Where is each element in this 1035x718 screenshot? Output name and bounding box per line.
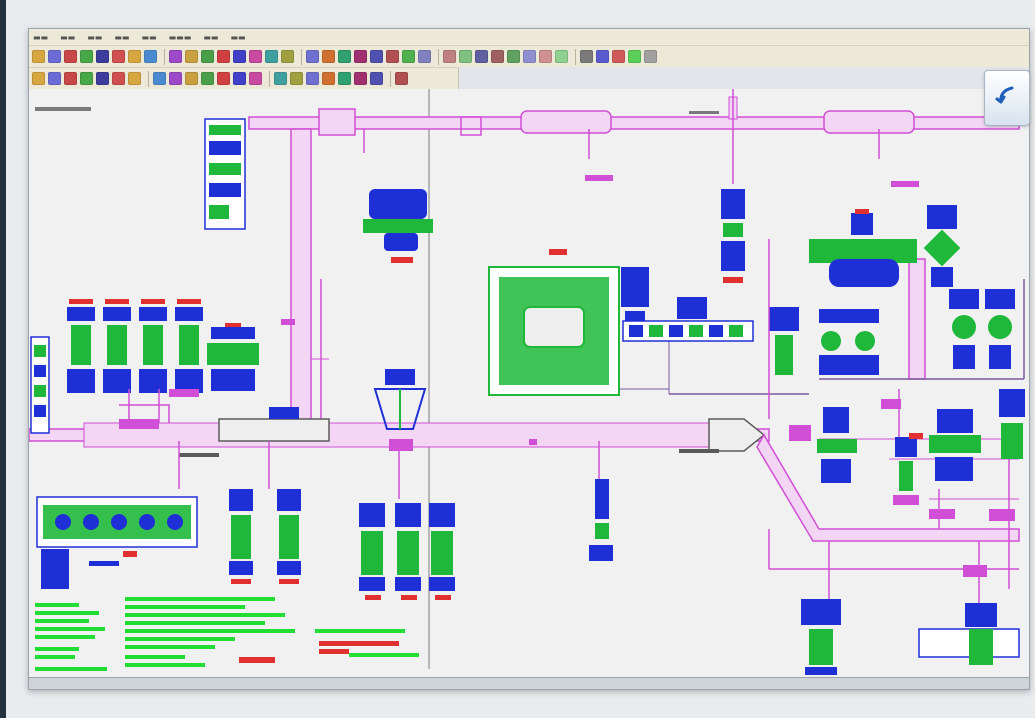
red-tags bbox=[123, 433, 923, 663]
toolbar-tool-icon[interactable] bbox=[217, 72, 230, 85]
toolbar-tool-icon[interactable] bbox=[233, 50, 246, 63]
toolbar-tool-icon[interactable] bbox=[628, 50, 641, 63]
toolbar-tool-icon[interactable] bbox=[48, 72, 61, 85]
top-header-pipe bbox=[248, 89, 1020, 187]
back-button[interactable] bbox=[984, 70, 1030, 126]
toolbar-tool-icon[interactable] bbox=[612, 50, 625, 63]
toolbar-secondary bbox=[29, 67, 459, 89]
toolbar-tool-icon[interactable] bbox=[112, 72, 125, 85]
toolbar-tool-icon[interactable] bbox=[265, 50, 278, 63]
toolbar-tool-icon[interactable] bbox=[370, 72, 383, 85]
riser-pipe-left bbox=[281, 128, 329, 442]
toolbar-tool-icon[interactable] bbox=[281, 50, 294, 63]
toolbar-tool-icon[interactable] bbox=[306, 50, 319, 63]
toolbar-tool-icon[interactable] bbox=[338, 72, 351, 85]
menu-item-3[interactable]: ▬▬ bbox=[87, 32, 103, 42]
equipment-symbols[interactable] bbox=[30, 118, 1025, 675]
toolbar-primary bbox=[29, 45, 1029, 67]
toolbar-tool-icon[interactable] bbox=[555, 50, 568, 63]
toolbar-tool-icon[interactable] bbox=[370, 50, 383, 63]
toolbar-tool-icon[interactable] bbox=[306, 72, 319, 85]
toolbar-tool-icon[interactable] bbox=[112, 50, 125, 63]
menu-bar: ▬▬ ▬▬ ▬▬ ▬▬ ▬▬ ▬▬▬ ▬▬ ▬▬ bbox=[29, 29, 1029, 45]
toolbar-tool-icon[interactable] bbox=[507, 50, 520, 63]
toolbar-tool-icon[interactable] bbox=[338, 50, 351, 63]
toolbar-separator bbox=[390, 70, 391, 87]
toolbar-tool-icon[interactable] bbox=[644, 50, 657, 63]
toolbar-tool-icon[interactable] bbox=[443, 50, 456, 63]
menu-item-4[interactable]: ▬▬ bbox=[114, 32, 130, 42]
toolbar-tool-icon[interactable] bbox=[459, 50, 472, 63]
toolbar-tool-icon[interactable] bbox=[233, 72, 246, 85]
legend-notes bbox=[35, 597, 419, 671]
cad-window: ▬▬ ▬▬ ▬▬ ▬▬ ▬▬ ▬▬▬ ▬▬ ▬▬ bbox=[28, 28, 1030, 690]
toolbar-separator bbox=[575, 48, 576, 65]
toolbar-tool-icon[interactable] bbox=[418, 50, 431, 63]
menu-item-2[interactable]: ▬▬ bbox=[60, 32, 76, 42]
toolbar-tool-icon[interactable] bbox=[395, 72, 408, 85]
pipe-junctions bbox=[119, 389, 1015, 577]
status-bar bbox=[29, 677, 1029, 689]
toolbar-separator bbox=[148, 70, 149, 87]
toolbar-tool-icon[interactable] bbox=[128, 72, 141, 85]
toolbar-tool-icon[interactable] bbox=[386, 50, 399, 63]
toolbar-tool-icon[interactable] bbox=[96, 72, 109, 85]
toolbar-tool-icon[interactable] bbox=[128, 50, 141, 63]
toolbar-tool-icon[interactable] bbox=[249, 50, 262, 63]
toolbar-tool-icon[interactable] bbox=[580, 50, 593, 63]
toolbar-tool-icon[interactable] bbox=[475, 50, 488, 63]
toolbar-tool-icon[interactable] bbox=[185, 72, 198, 85]
menu-item-7[interactable]: ▬▬ bbox=[203, 32, 219, 42]
toolbar-separator bbox=[438, 48, 439, 65]
toolbar-tool-icon[interactable] bbox=[322, 50, 335, 63]
toolbar-tool-icon[interactable] bbox=[169, 50, 182, 63]
pid-drawing-canvas[interactable] bbox=[29, 89, 1029, 677]
menu-item-1[interactable]: ▬▬ bbox=[33, 32, 49, 42]
toolbar-tool-icon[interactable] bbox=[201, 50, 214, 63]
grey-labels bbox=[35, 107, 719, 114]
toolbar-separator bbox=[269, 70, 270, 87]
toolbar-tool-icon[interactable] bbox=[80, 72, 93, 85]
toolbar-tool-icon[interactable] bbox=[96, 50, 109, 63]
toolbar-tool-icon[interactable] bbox=[32, 50, 45, 63]
toolbar-tool-icon[interactable] bbox=[491, 50, 504, 63]
toolbar-tool-icon[interactable] bbox=[153, 72, 166, 85]
toolbar-tool-icon[interactable] bbox=[169, 72, 182, 85]
toolbar-tool-icon[interactable] bbox=[32, 72, 45, 85]
toolbar-tool-icon[interactable] bbox=[596, 50, 609, 63]
toolbar-tool-icon[interactable] bbox=[523, 50, 536, 63]
toolbar-tool-icon[interactable] bbox=[201, 72, 214, 85]
menu-item-6[interactable]: ▬▬▬ bbox=[168, 32, 192, 42]
toolbar-separator bbox=[301, 48, 302, 65]
toolbar-tool-icon[interactable] bbox=[354, 50, 367, 63]
toolbar-tool-icon[interactable] bbox=[185, 50, 198, 63]
page-edge bbox=[0, 0, 6, 718]
toolbar-tool-icon[interactable] bbox=[217, 50, 230, 63]
toolbar-tool-icon[interactable] bbox=[402, 50, 415, 63]
menu-item-5[interactable]: ▬▬ bbox=[141, 32, 157, 42]
pipe-connectors bbox=[119, 239, 1010, 603]
toolbar-tool-icon[interactable] bbox=[354, 72, 367, 85]
toolbar-tool-icon[interactable] bbox=[64, 50, 77, 63]
toolbar-tool-icon[interactable] bbox=[80, 50, 93, 63]
menu-item-8[interactable]: ▬▬ bbox=[230, 32, 246, 42]
toolbar-tool-icon[interactable] bbox=[322, 72, 335, 85]
toolbar-empty-area bbox=[459, 67, 1029, 89]
back-arrow-icon bbox=[995, 86, 1014, 104]
toolbar-tool-icon[interactable] bbox=[539, 50, 552, 63]
toolbar-tool-icon[interactable] bbox=[48, 50, 61, 63]
toolbar-separator bbox=[164, 48, 165, 65]
toolbar-tool-icon[interactable] bbox=[64, 72, 77, 85]
toolbar-tool-icon[interactable] bbox=[249, 72, 262, 85]
toolbar-tool-icon[interactable] bbox=[290, 72, 303, 85]
right-process-frame bbox=[607, 258, 1025, 395]
toolbar-tool-icon[interactable] bbox=[144, 50, 157, 63]
toolbar-tool-icon[interactable] bbox=[274, 72, 287, 85]
